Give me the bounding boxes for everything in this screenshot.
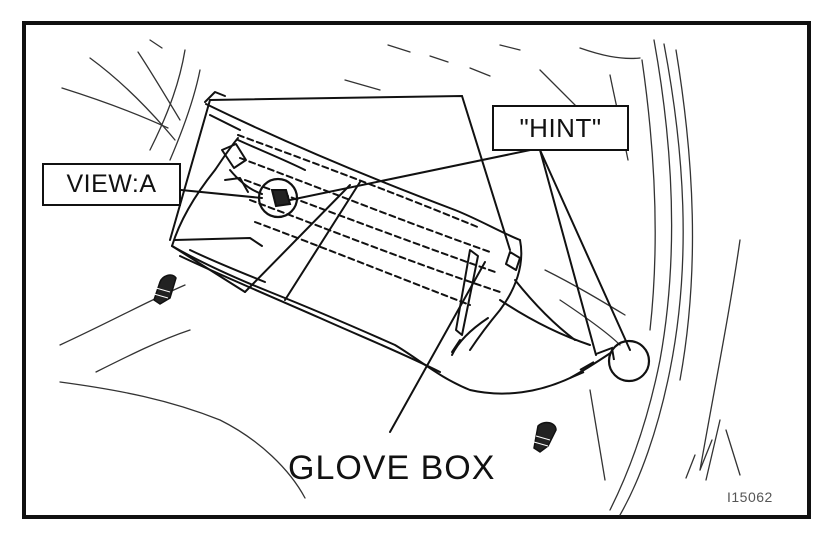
view-a-label: VIEW:A <box>42 163 181 206</box>
hint-detail-circle <box>607 339 651 383</box>
hint-label: "HINT" <box>492 105 629 151</box>
glove-box-body <box>171 91 613 395</box>
clip-part <box>270 189 292 208</box>
screw-icon <box>153 274 177 305</box>
glove-box-label: GLOVE BOX <box>288 449 496 487</box>
figure-id: I15062 <box>727 489 773 505</box>
view-a-detail-circle <box>257 177 299 219</box>
outer-border <box>22 21 811 519</box>
callout-leader-lines <box>169 94 631 433</box>
screw-icon <box>533 421 557 453</box>
background-sketch-lines <box>59 39 741 516</box>
clip-part <box>569 346 615 379</box>
